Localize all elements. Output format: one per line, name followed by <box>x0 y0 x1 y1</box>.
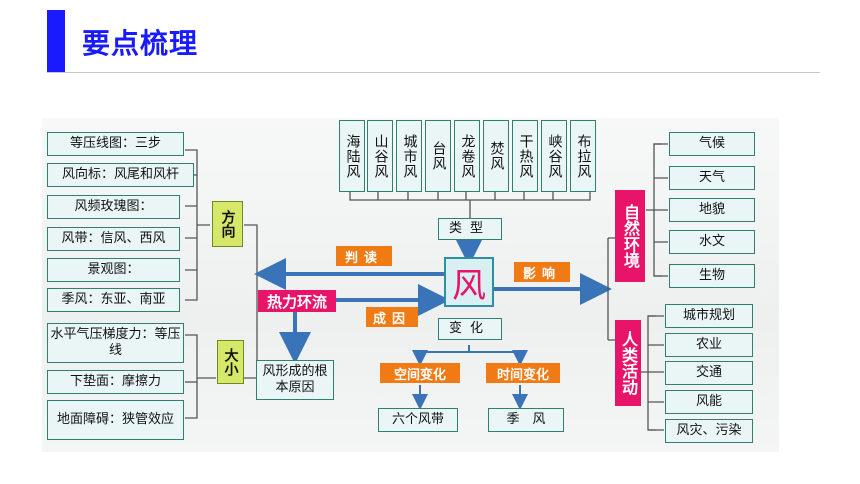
direction-item: 等压线图：三步 <box>47 132 184 156</box>
natural-item: 水文 <box>669 230 755 254</box>
types-label: 类型 <box>438 218 502 240</box>
influence-label: 影响 <box>514 262 570 282</box>
type-item: 峡谷风 <box>541 120 567 192</box>
type-item: 台风 <box>425 120 451 192</box>
direction-item: 风带：信风、西风 <box>47 227 180 251</box>
natural-item: 生物 <box>669 264 755 288</box>
brace-direction <box>185 149 210 301</box>
size-item: 水平气压梯度力：等压线 <box>47 323 184 363</box>
direction-item: 景观图： <box>47 258 180 282</box>
thermal-circulation-label: 热力环流 <box>258 290 336 312</box>
brace-types <box>349 192 591 218</box>
human-item: 交通 <box>665 361 753 385</box>
human-item: 城市规划 <box>665 304 753 328</box>
page-title: 要点梳理 <box>82 27 199 60</box>
human-item: 农业 <box>665 333 753 357</box>
root-cause-box: 风形成的根本原因 <box>256 360 334 400</box>
title-accent-bar <box>47 10 65 72</box>
brace-human <box>640 315 656 431</box>
size-item: 地面障碍：狭管效应 <box>47 400 184 440</box>
direction-item: 风向标：风尾和风杆 <box>47 163 194 187</box>
interpret-label: 判读 <box>336 246 392 266</box>
natural-item: 气候 <box>669 132 755 156</box>
size-label: 大小 <box>217 340 244 384</box>
title-divider <box>47 72 820 73</box>
type-item: 龙卷风 <box>454 120 480 192</box>
size-item: 下垫面：摩擦力 <box>47 370 184 394</box>
natural-item: 地貌 <box>669 198 755 222</box>
brace-size <box>185 334 216 419</box>
direction-label: 方向 <box>212 201 243 247</box>
direction-item: 季风：东亚、南亚 <box>47 288 180 312</box>
type-item: 海陆风 <box>339 120 365 192</box>
direction-item: 风频玫瑰图： <box>47 195 180 219</box>
temporal-change-label: 时间变化 <box>486 363 560 383</box>
change-label: 变化 <box>438 318 502 340</box>
type-item: 布拉风 <box>570 120 596 192</box>
natural-environment-label: 自然环境 <box>615 190 645 282</box>
type-item: 焚风 <box>483 120 509 192</box>
spatial-change-label: 空间变化 <box>380 363 460 383</box>
center-node-wind: 风 <box>444 257 494 307</box>
human-item: 风灾、污染 <box>665 419 753 443</box>
human-activity-label: 人类活动 <box>615 320 641 406</box>
type-item: 城市风 <box>396 120 422 192</box>
cause-label: 成因 <box>366 307 418 327</box>
monsoon-box: 季 风 <box>488 408 564 432</box>
type-item: 山谷风 <box>367 120 393 192</box>
human-item: 风能 <box>665 390 753 414</box>
type-item: 干热风 <box>512 120 538 192</box>
natural-item: 天气 <box>669 166 755 190</box>
six-wind-belts-box: 六个风带 <box>378 408 458 432</box>
